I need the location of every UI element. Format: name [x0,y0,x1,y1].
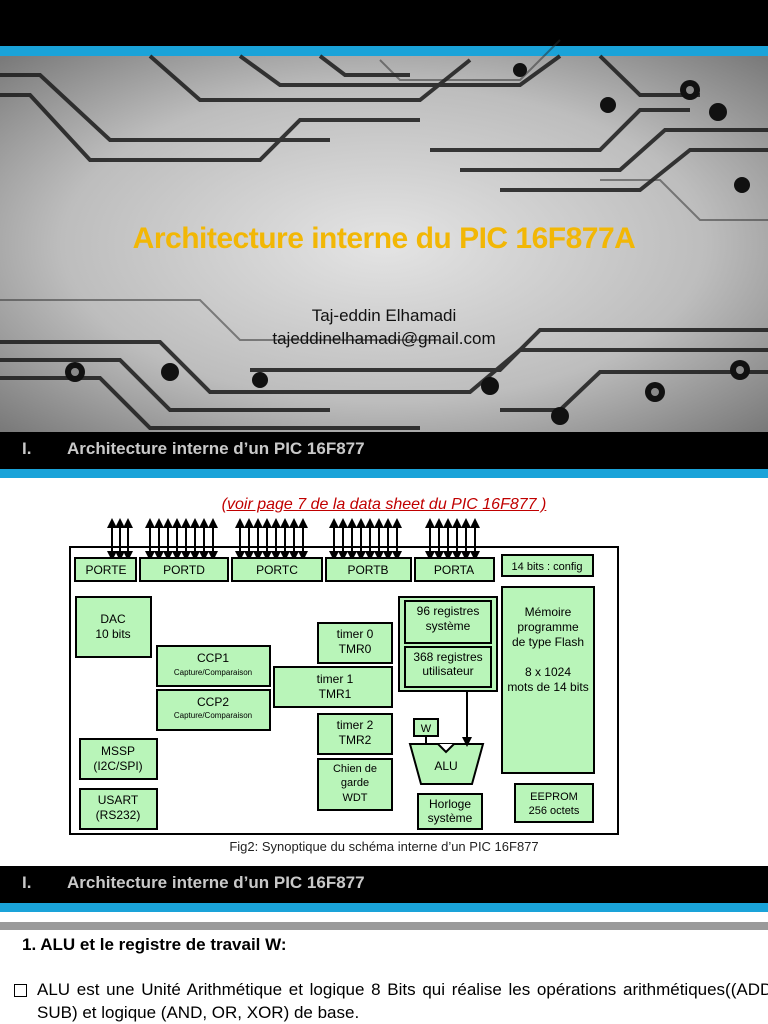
portc-block [231,557,323,582]
presentation-title: Architecture interne du PIC 16F877A [132,222,636,255]
datasheet-reference-link[interactable]: (voir page 7 de la data sheet du PIC 16F… [221,496,547,513]
ccp2-block [156,689,271,731]
tmr1-label: TMR1 [319,687,352,701]
dac-label: DAC [100,612,126,626]
portd-label: PORTD [163,563,205,577]
alu-block [408,743,485,785]
accent-stripe [0,469,768,478]
author-email: tajeddinelhamadi@gmail.com [272,329,496,348]
alu-label: ALU [434,759,457,773]
tmr0-label: TMR0 [339,642,372,656]
flash-memory-label-2: programme [517,620,579,634]
porta-label: PORTA [434,563,474,577]
section-header-bar: I. Architecture interne d’un PIC 16F877 [0,432,768,478]
eeprom-size-label: 256 octets [529,805,580,817]
clock-sub-label: système [428,811,473,825]
content-paragraph: ALU est une Unité Arithmétique et logiqu… [37,980,768,1022]
figure-caption: Fig2: Synoptique du schéma interne d’un … [229,839,539,854]
user-registers-label: 368 registres [413,650,482,664]
usart-sub-label: (RS232) [96,808,141,822]
porte-block [74,557,137,582]
eeprom-block [514,783,594,823]
ccp1-block [156,645,271,687]
config-label: 14 bits : config [512,561,583,573]
circuit-background-image [0,0,768,432]
portd-block [139,557,229,582]
clock-block [417,793,483,830]
mssp-sub-label: (I2C/SPI) [93,759,142,773]
flash-memory-label-1: Mémoire [525,605,572,619]
section-title-2: Architecture interne d’un PIC 16F877 [67,873,365,892]
portc-label: PORTC [256,563,298,577]
usart-block [79,788,158,830]
flash-memory-label-4: 8 x 1024 [525,665,571,679]
config-block [501,554,594,577]
system-registers-label: 96 registres [417,604,480,618]
timer1-block [273,666,393,708]
flash-memory-block [501,586,595,774]
eeprom-label: EEPROM [530,791,578,803]
title-slide: Architecture interne du PIC 16F877A Taj-… [0,0,768,432]
watchdog-label-3: WDT [342,792,367,804]
divider [0,922,768,930]
system-registers-block [404,600,492,644]
section-number-2: I. [22,873,32,892]
system-registers-sub-label: système [426,619,471,633]
ccp2-sub-label: Capture/Comparaison [174,711,252,720]
watchdog-block [317,758,393,811]
usart-label: USART [98,793,139,807]
dac-block [75,596,152,658]
watchdog-label-1: Chien de [333,763,377,775]
porta-block [414,557,495,582]
ccp1-sub-label: Capture/Comparaison [174,668,252,677]
accent-stripe-2 [0,903,768,912]
mssp-block [79,738,158,780]
clock-label: Horloge [429,797,471,811]
dac-bits-label: 10 bits [95,627,130,641]
portb-label: PORTB [347,563,388,577]
mssp-label: MSSP [101,744,135,758]
watchdog-label-2: garde [341,777,369,789]
timer2-label: timer 2 [337,718,374,732]
portb-block [325,557,412,582]
w-register-label: W [421,723,432,735]
tmr2-label: TMR2 [339,733,372,747]
porte-label: PORTE [85,563,126,577]
author-name: Taj-eddin Elhamadi [311,306,457,325]
timer0-block [317,622,393,664]
section-number: I. [22,439,32,458]
timer2-block [317,713,393,755]
port-pins [107,518,480,561]
section-header-bar-2: I. Architecture interne d’un PIC 16F877 [0,866,768,912]
ccp2-label: CCP2 [197,695,229,709]
user-registers-block [404,646,492,688]
checkbox-bullet-icon [14,984,27,997]
ccp1-label: CCP1 [197,651,229,665]
user-registers-sub-label: utilisateur [422,664,473,678]
timer0-label: timer 0 [337,627,374,641]
flash-memory-label-5: mots de 14 bits [507,680,588,694]
section-title: Architecture interne d’un PIC 16F877 [67,439,365,458]
flash-memory-label-3: de type Flash [512,635,584,649]
content-heading: 1. ALU et le registre de travail W: [22,935,287,954]
timer1-label: timer 1 [317,672,354,686]
